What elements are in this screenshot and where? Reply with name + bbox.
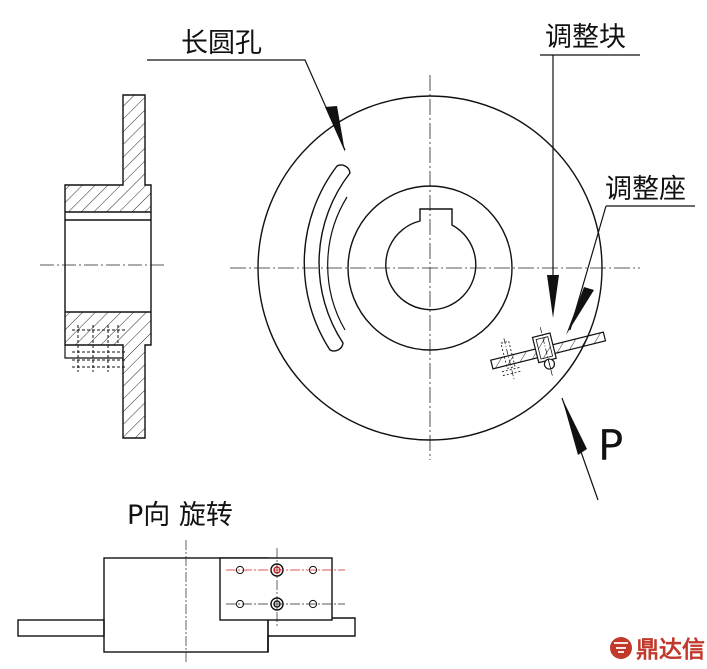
view-p-label: P	[598, 421, 623, 470]
adjust-seat-label: 调整座	[605, 174, 686, 205]
lower-hub-hatch	[65, 312, 151, 345]
view-caption: P向 旋转	[127, 500, 233, 531]
front-view	[230, 75, 640, 460]
adjust-seat-arrowhead	[566, 287, 594, 335]
slot-arrowhead	[325, 106, 345, 152]
upper-flange-hatch	[123, 95, 145, 185]
shaft-rect	[17, 619, 105, 637]
screw-step	[64, 345, 123, 359]
upper-hub-hatch	[65, 185, 151, 212]
lower-flange-hatch	[123, 345, 145, 438]
adjust-block-label: 调整块	[545, 22, 626, 53]
slot-label: 长圆孔	[181, 28, 262, 59]
watermark-text: 鼎达信	[636, 636, 705, 663]
shaft-bore-with-key	[385, 208, 477, 311]
adjust-block-arrowhead	[547, 275, 559, 318]
long-arc-slot	[303, 164, 351, 352]
inner-arc-guide	[327, 196, 348, 331]
hidden-screw	[72, 325, 125, 372]
section-view	[40, 94, 165, 439]
arrowheads	[325, 106, 594, 455]
section-outline	[64, 94, 152, 439]
slot-leader-line	[147, 59, 346, 151]
watermark-logo: 鼎达信	[610, 636, 705, 663]
base-plate	[267, 617, 356, 652]
p-direction-view	[17, 540, 356, 662]
view-p-arrowhead	[562, 398, 587, 455]
adjust-assembly	[490, 327, 607, 380]
